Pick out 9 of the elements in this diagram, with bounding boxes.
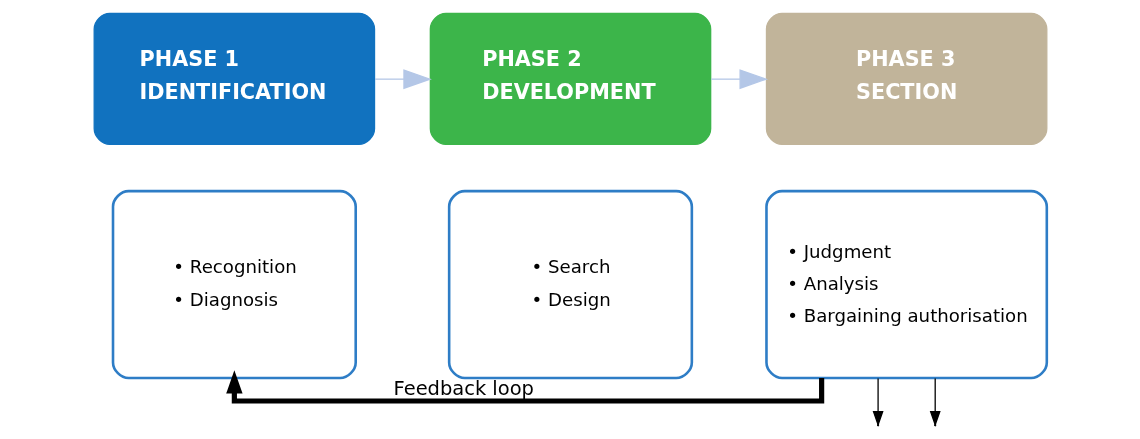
node-box: • Judgment • Analysis • Bargaining authorisation (764, 189, 1048, 380)
arrow (225, 370, 824, 404)
node-box: • Search • Design (447, 189, 693, 380)
node-box: • Recognition • Diagnosis (111, 189, 357, 380)
node-box: PHASE 3 SECTION (765, 12, 1047, 146)
arrow (373, 69, 432, 90)
node-box: PHASE 2 DEVELOPMENT (429, 12, 711, 146)
node-box: PHASE 1 IDENTIFICATION (93, 12, 375, 146)
arrow (709, 69, 768, 90)
